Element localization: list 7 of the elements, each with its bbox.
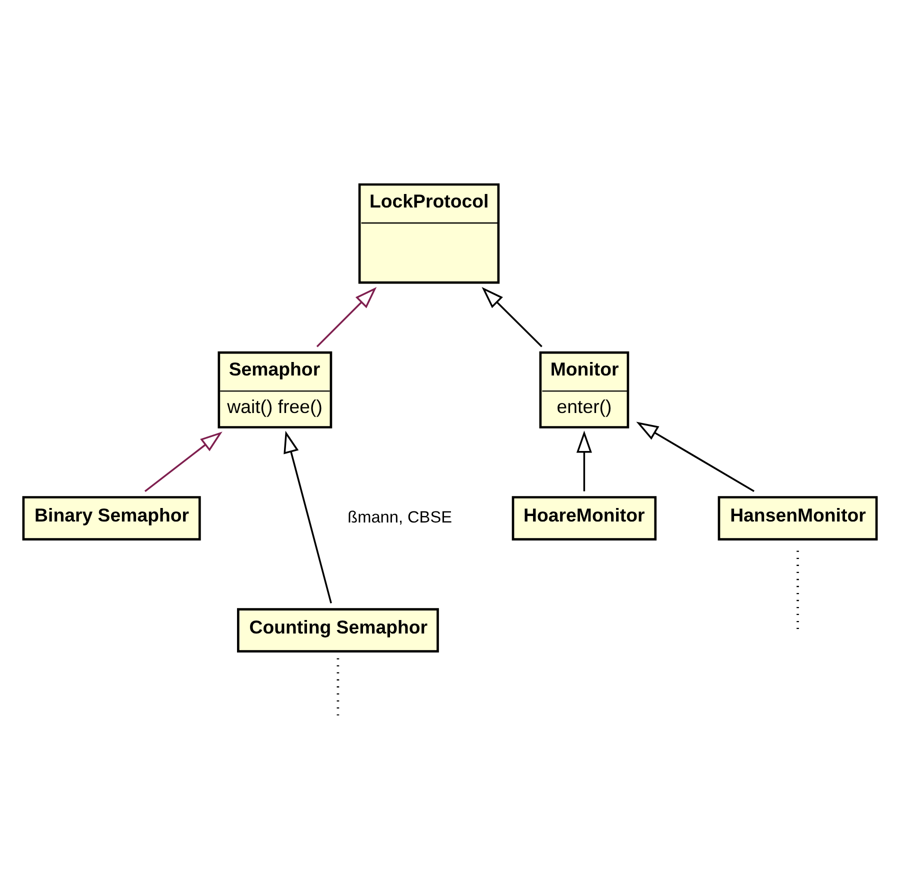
label: ßmann, CBSE [348,508,452,527]
arrow [636,422,754,492]
arrow [482,287,542,348]
arrow [576,430,592,492]
arrow [284,430,332,604]
arrow [316,287,377,348]
arrow [144,432,222,492]
